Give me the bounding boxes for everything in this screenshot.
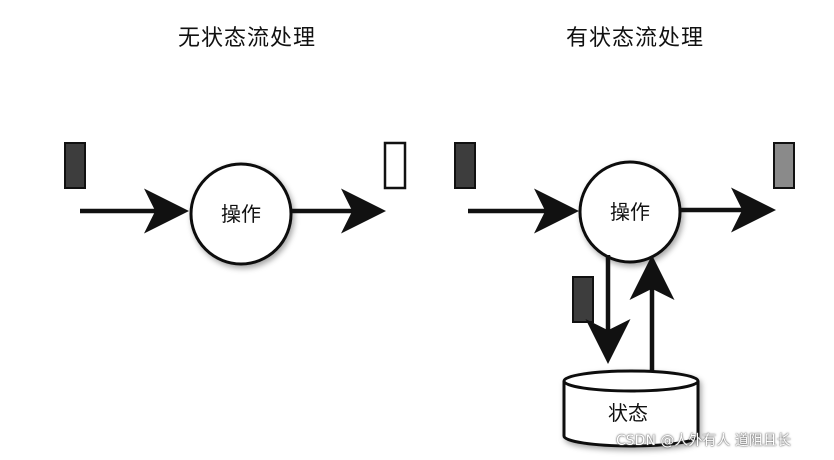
operation-label-left: 操作	[221, 202, 261, 226]
state-update-event	[572, 276, 594, 323]
state-label: 状态	[608, 401, 648, 425]
stateless-title: 无状态流处理	[178, 26, 317, 51]
watermark: CSDN @人外有人 道阻且长	[616, 433, 791, 449]
input-event-right	[454, 142, 476, 189]
state-store	[562, 369, 700, 448]
operation-node-left	[189, 162, 293, 266]
input-event-left	[64, 142, 86, 189]
output-event-left	[383, 141, 407, 190]
output-event-right	[773, 142, 795, 189]
stateful-title: 有状态流处理	[566, 26, 705, 51]
operation-label-right: 操作	[610, 200, 650, 224]
